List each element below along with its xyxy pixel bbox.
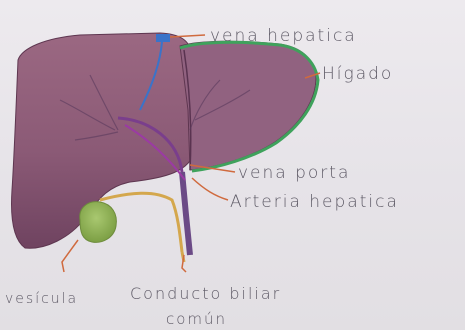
label-conducto-biliar-line2: común bbox=[166, 312, 227, 327]
vena-hepatica-vessel bbox=[156, 34, 170, 42]
vena-porta-stem bbox=[182, 172, 190, 255]
arrow-vesicula bbox=[62, 240, 78, 272]
gallbladder bbox=[80, 202, 117, 243]
arrow-arteria-hepatica bbox=[192, 178, 228, 200]
label-arteria-hepatica: Arteria hepatica bbox=[230, 194, 399, 211]
label-conducto-biliar-line1: Conducto biliar bbox=[130, 286, 281, 302]
label-vena-hepatica: vena hepatica bbox=[210, 28, 357, 45]
label-higado: Hígado bbox=[322, 66, 393, 83]
label-vesicula: vesícula bbox=[5, 292, 78, 306]
label-vena-porta: vena porta bbox=[238, 165, 350, 182]
